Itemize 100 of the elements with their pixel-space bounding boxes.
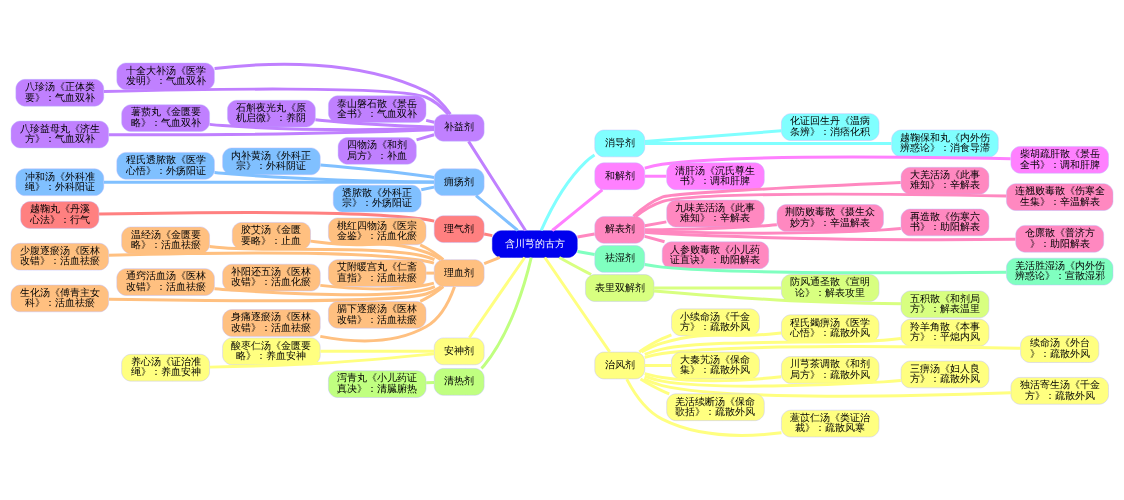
node-box: 羌活续断汤《保命歌括》：疏散外风 — [666, 393, 765, 421]
connector — [577, 250, 595, 257]
node-box: 大秦艽汤《保命集》：疏散外风 — [671, 351, 760, 380]
connector — [654, 286, 782, 290]
node-box: 程氏蠲痹汤《医学心悟》：疏散外风 — [781, 314, 880, 342]
connector — [577, 232, 595, 239]
node-box: 九味羌活汤《此事难知》：辛解表 — [666, 199, 765, 228]
node-box: 清肝汤《沉氏尊生书》：调和肝脾 — [666, 162, 765, 190]
connector — [480, 257, 533, 370]
connector — [638, 333, 672, 354]
node-box: 羚羊角散《本事方》：平熄内风 — [900, 319, 990, 347]
node-box: 荆防败毒散《摄生众妙方》：辛温解表 — [776, 204, 884, 232]
node-box: 防风通圣散《宣明论》：解表攻里 — [781, 274, 880, 302]
connector — [209, 244, 435, 261]
connector — [551, 188, 604, 232]
node-box: 小续命汤《千金方》：疏散外风 — [671, 308, 760, 336]
connector — [468, 256, 526, 339]
connector — [483, 232, 493, 238]
connector — [644, 263, 1007, 275]
node-box: 羌活胜湿汤《内外伤辨惑论》：宣散湿邪 — [1006, 257, 1114, 286]
node-box: 泰山磐石散《景岳全书》：气血双补 — [328, 95, 427, 123]
node-box: 柴胡疏肝散《景岳全书》：调和肝脾 — [1010, 146, 1109, 174]
node-box: 四物汤《和剂局方》：补血 — [337, 137, 417, 165]
node-box: 治风剂 — [594, 351, 645, 380]
node-box: 川芎茶调散《和剂局方》：疏散外风 — [781, 356, 880, 384]
connector — [644, 220, 667, 228]
connector — [483, 256, 501, 265]
connector — [214, 285, 436, 297]
node-box: 少腹逐瘀汤《医林改错》：活血祛瘀 — [10, 243, 109, 271]
node-box: 化证回生丹《温病条辨》：消痞化积 — [781, 113, 880, 141]
connector — [209, 122, 434, 132]
connector — [625, 378, 782, 437]
connector — [632, 181, 901, 218]
node-box: 薯蓣丸《金匮要略》：气血双补 — [121, 104, 210, 132]
node-box: 薏苡仁汤《类证治裁》：疏散风寒 — [781, 409, 880, 438]
node-box: 艾附暖宫丸《仁斋直指》：活血祛瘀 — [328, 259, 427, 287]
node-box: 连翘败毒散《伤寒全生集》：辛温解表 — [1006, 183, 1114, 211]
node-box: 续命汤《外台》：疏散外风 — [1020, 335, 1100, 363]
node-box: 八珍益母丸《济生方》：气血双补 — [10, 120, 109, 149]
node-box: 身痛逐瘀汤《医林改错》：活血祛瘀 — [222, 309, 321, 337]
connector — [315, 118, 435, 129]
node-box: 三痹汤《妇人良方》：疏散外风 — [900, 360, 990, 389]
node-box: 通窍活血汤《医林改错》：活血祛瘀 — [116, 268, 215, 296]
node-box: 越鞠丸《丹溪心法》：行气 — [20, 201, 100, 229]
connector — [320, 286, 456, 343]
node-box: 五积散《和剂局方》：解表温里 — [900, 290, 990, 319]
node-box: 理血剂 — [434, 259, 485, 287]
connector — [475, 194, 519, 232]
node-box: 温经汤《金匮要略》：活血祛瘀 — [121, 226, 210, 254]
connector — [539, 153, 596, 231]
node-box: 泻青丸《小儿药证真决》：清臓腑热 — [328, 370, 427, 398]
connector — [103, 180, 435, 184]
node-box: 酸枣仁汤《金匮要略》：养血安神 — [222, 337, 321, 365]
node-box: 冲和汤《外科准绳》：外科阳证 — [15, 168, 104, 196]
node-box: 清热剂 — [434, 368, 485, 396]
connector — [644, 234, 665, 244]
connector — [643, 377, 1011, 398]
connector — [214, 62, 452, 116]
connector — [644, 364, 672, 367]
node-box: 独活寄生汤《千金方》：疏散外风 — [1010, 377, 1109, 405]
connector — [653, 289, 901, 306]
node-box: 八珍汤《正体类要》：气血双补 — [15, 79, 104, 107]
connector — [419, 243, 445, 261]
node-box: 解表剂 — [594, 216, 645, 244]
node-box: 痈疡剂 — [434, 168, 485, 196]
connector — [108, 128, 435, 137]
connector — [108, 285, 442, 303]
connector — [426, 271, 435, 275]
node-box: 人参败毒散《小儿药证直诀》：助阳解表 — [662, 241, 769, 269]
node-box: 仓廪散《普济方》：助阳解表 — [1015, 225, 1104, 253]
node-box: 大羌活汤《此事难知》：辛解表 — [900, 167, 990, 195]
node-box: 安神剂 — [434, 337, 485, 365]
connector — [644, 226, 901, 235]
connector — [644, 230, 1016, 242]
connector — [209, 352, 435, 369]
connector — [644, 337, 901, 356]
node-box: 表里双解剂 — [585, 274, 655, 302]
connector — [214, 171, 434, 184]
connector — [467, 140, 527, 232]
connector — [634, 192, 1007, 218]
node-box: 再造散《伤寒六书》：助阳解表 — [900, 208, 990, 237]
connector — [644, 345, 1021, 359]
connector — [320, 281, 435, 291]
connector — [640, 331, 782, 354]
connector — [644, 141, 892, 145]
connector — [639, 377, 670, 396]
connector — [644, 374, 901, 388]
connector — [416, 133, 435, 142]
node-box: 含川芎的古方 — [492, 230, 578, 258]
node-box: 桃红四物汤《医宗金鉴》：活血化瘀 — [328, 217, 427, 245]
node-box: 越鞠保和丸《内外伤辨惑论》：消食导滞 — [891, 129, 999, 158]
connector — [426, 381, 435, 385]
connector — [644, 129, 782, 144]
connector — [420, 185, 435, 192]
connector — [558, 256, 592, 276]
node-box: 补益剂 — [434, 114, 485, 142]
connector — [543, 256, 611, 353]
node-box: 胶艾汤《金匮要略》：止血 — [232, 222, 311, 250]
node-box: 生化汤《傅青主女科》：活血祛瘀 — [10, 284, 109, 313]
node-box: 透脓散《外科正宗》：外疡阳证 — [333, 184, 422, 213]
